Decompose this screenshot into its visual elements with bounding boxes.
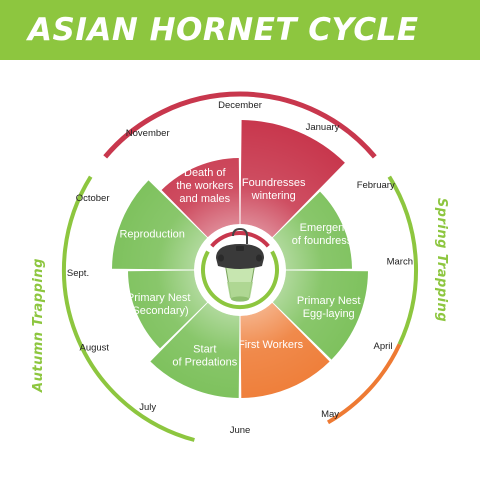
month-label-may: May: [321, 409, 339, 420]
spring-trapping-label: Spring Trapping: [434, 198, 449, 322]
month-label-february: February: [357, 180, 395, 191]
segment-reproduction: Reproduction: [112, 180, 208, 270]
month-label-october: October: [76, 193, 110, 204]
svg-text:First Workers: First Workers: [238, 339, 304, 351]
month-label-april: April: [373, 341, 392, 352]
center-ring-red: [210, 231, 270, 248]
month-label-november: November: [126, 128, 170, 139]
segment-first-workers: First Workers: [238, 302, 330, 398]
winter-arc: [103, 91, 377, 159]
month-label-july: July: [139, 402, 156, 413]
center-ring-green: [201, 250, 279, 309]
month-label-march: March: [387, 257, 413, 268]
month-label-august: August: [80, 343, 110, 354]
svg-text:Primary Nest(Secondary): Primary Nest(Secondary): [127, 292, 191, 317]
segment-primary-nest-secondary: Primary Nest(Secondary): [127, 270, 208, 349]
spring-end-arc: [326, 343, 402, 425]
svg-text:Reproduction: Reproduction: [119, 229, 184, 241]
month-label-january: January: [306, 122, 340, 133]
month-label-december: December: [218, 100, 262, 111]
autumn-trapping-arc: [61, 175, 195, 442]
month-label-june: June: [230, 425, 251, 436]
title-banner: ASIAN HORNET CYCLE: [0, 0, 480, 60]
page-title: ASIAN HORNET CYCLE: [28, 12, 419, 48]
month-label-sept: Sept.: [67, 268, 89, 279]
spring-trapping-arc: [387, 175, 419, 346]
autumn-trapping-label: Autumn Trapping: [31, 258, 46, 393]
hornet-trap-icon: [216, 227, 264, 302]
